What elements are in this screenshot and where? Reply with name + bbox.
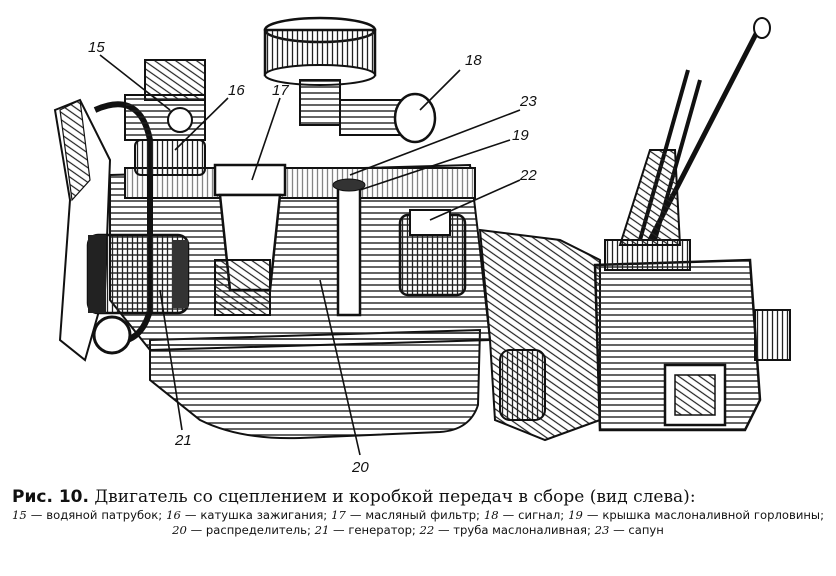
legend-item: 15 — водяной патрубок;	[12, 508, 162, 522]
figure-label: Рис. 10.	[12, 487, 89, 507]
legend-text: — распределитель;	[190, 523, 311, 537]
legend-number: 22	[419, 523, 435, 537]
signal-horn	[339, 92, 437, 144]
oil-filler-pipe	[332, 178, 366, 317]
ignition-coil	[134, 139, 206, 176]
legend-text: — масляный фильтр;	[349, 508, 480, 522]
legend-item: 17 — масляный фильтр;	[331, 508, 480, 522]
oil-filter	[213, 163, 287, 316]
callout-23: 23	[519, 93, 537, 110]
legend-number: 15	[12, 508, 27, 522]
legend-number: 21	[314, 523, 330, 537]
legend-item: 22 — труба маслоналивная;	[420, 523, 591, 537]
callout-21: 21	[174, 432, 192, 449]
gear-levers	[618, 17, 771, 246]
legend-number: 18	[483, 508, 499, 522]
legend-text: — водяной патрубок;	[30, 508, 163, 522]
legend-item: 20 — распределитель;	[172, 523, 311, 537]
legend-text: — крышка маслоналивной горловины;	[586, 508, 824, 522]
legend-text: — сигнал;	[502, 508, 565, 522]
gearbox	[593, 239, 791, 432]
legend-number: 20	[172, 523, 187, 537]
distributor	[398, 209, 467, 297]
legend-text: — сапун	[613, 523, 664, 537]
legend-item: 21 — генератор;	[315, 523, 416, 537]
legend-item: 16 — катушка зажигания;	[166, 508, 327, 522]
callout-22: 22	[519, 167, 537, 184]
callout-20: 20	[351, 459, 369, 476]
callout-17: 17	[272, 82, 289, 99]
water-outlet	[124, 59, 206, 141]
legend-text: — катушка зажигания;	[184, 508, 328, 522]
legend-text: — труба маслоналивная;	[437, 523, 591, 537]
legend-item: 19 — крышка маслоналивной горловины;	[568, 508, 824, 522]
legend-number: 23	[594, 523, 610, 537]
callout-16: 16	[228, 82, 245, 99]
figure-title: Двигатель со сцеплением и коробкой перед…	[94, 487, 696, 507]
crank-pulley	[92, 315, 132, 355]
generator	[86, 233, 190, 315]
callout-19: 19	[512, 127, 529, 144]
leader-lines	[99, 54, 521, 456]
legend-item: 18 — сигнал;	[484, 508, 564, 522]
caption-title: Рис. 10. Двигатель со сцеплением и короб…	[12, 486, 824, 508]
legend: 15 — водяной патрубок; 16 — катушка зажи…	[12, 508, 824, 538]
legend-number: 19	[568, 508, 583, 522]
legend-number: 17	[331, 508, 346, 522]
legend-item: 23 — сапун	[595, 523, 664, 537]
legend-number: 16	[166, 508, 181, 522]
legend-text: — генератор;	[333, 523, 416, 537]
callout-18: 18	[465, 52, 482, 69]
air-filter	[263, 16, 377, 126]
engine-illustration: 15 16 17 18 23 19 22 21 20	[53, 16, 791, 476]
oil-pan	[149, 328, 482, 440]
figure-caption: Рис. 10. Двигатель со сцеплением и короб…	[12, 486, 824, 538]
callout-15: 15	[88, 39, 105, 56]
